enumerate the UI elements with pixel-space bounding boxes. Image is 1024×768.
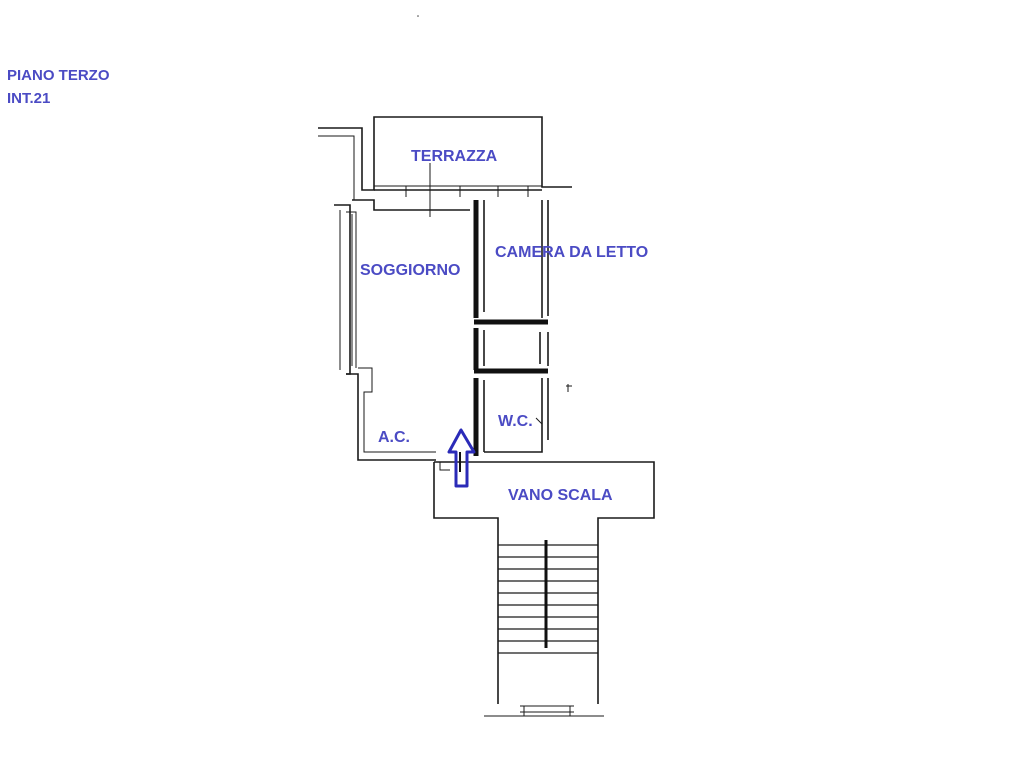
room-label-wc: W.C.	[498, 413, 533, 430]
stray-mark	[417, 15, 419, 17]
room-label-ac: A.C.	[378, 429, 410, 446]
plan-header: PIANO TERZO INT.21	[7, 64, 110, 110]
vano-scala-walls	[433, 461, 655, 717]
room-label-camera: CAMERA DA LETTO	[495, 244, 648, 261]
soggiorno-walls	[334, 199, 470, 461]
interior-walls	[473, 200, 572, 456]
room-label-soggiorno: SOGGIORNO	[360, 262, 460, 279]
unit-label: INT.21	[7, 90, 51, 107]
terrazza-walls	[318, 116, 572, 217]
room-label-vano-scala: VANO SCALA	[508, 487, 613, 504]
stairs	[498, 540, 598, 654]
room-label-terrazza: TERRAZZA	[411, 148, 498, 165]
entrance-arrow-icon	[447, 428, 476, 488]
floor-label: PIANO TERZO	[7, 67, 110, 84]
